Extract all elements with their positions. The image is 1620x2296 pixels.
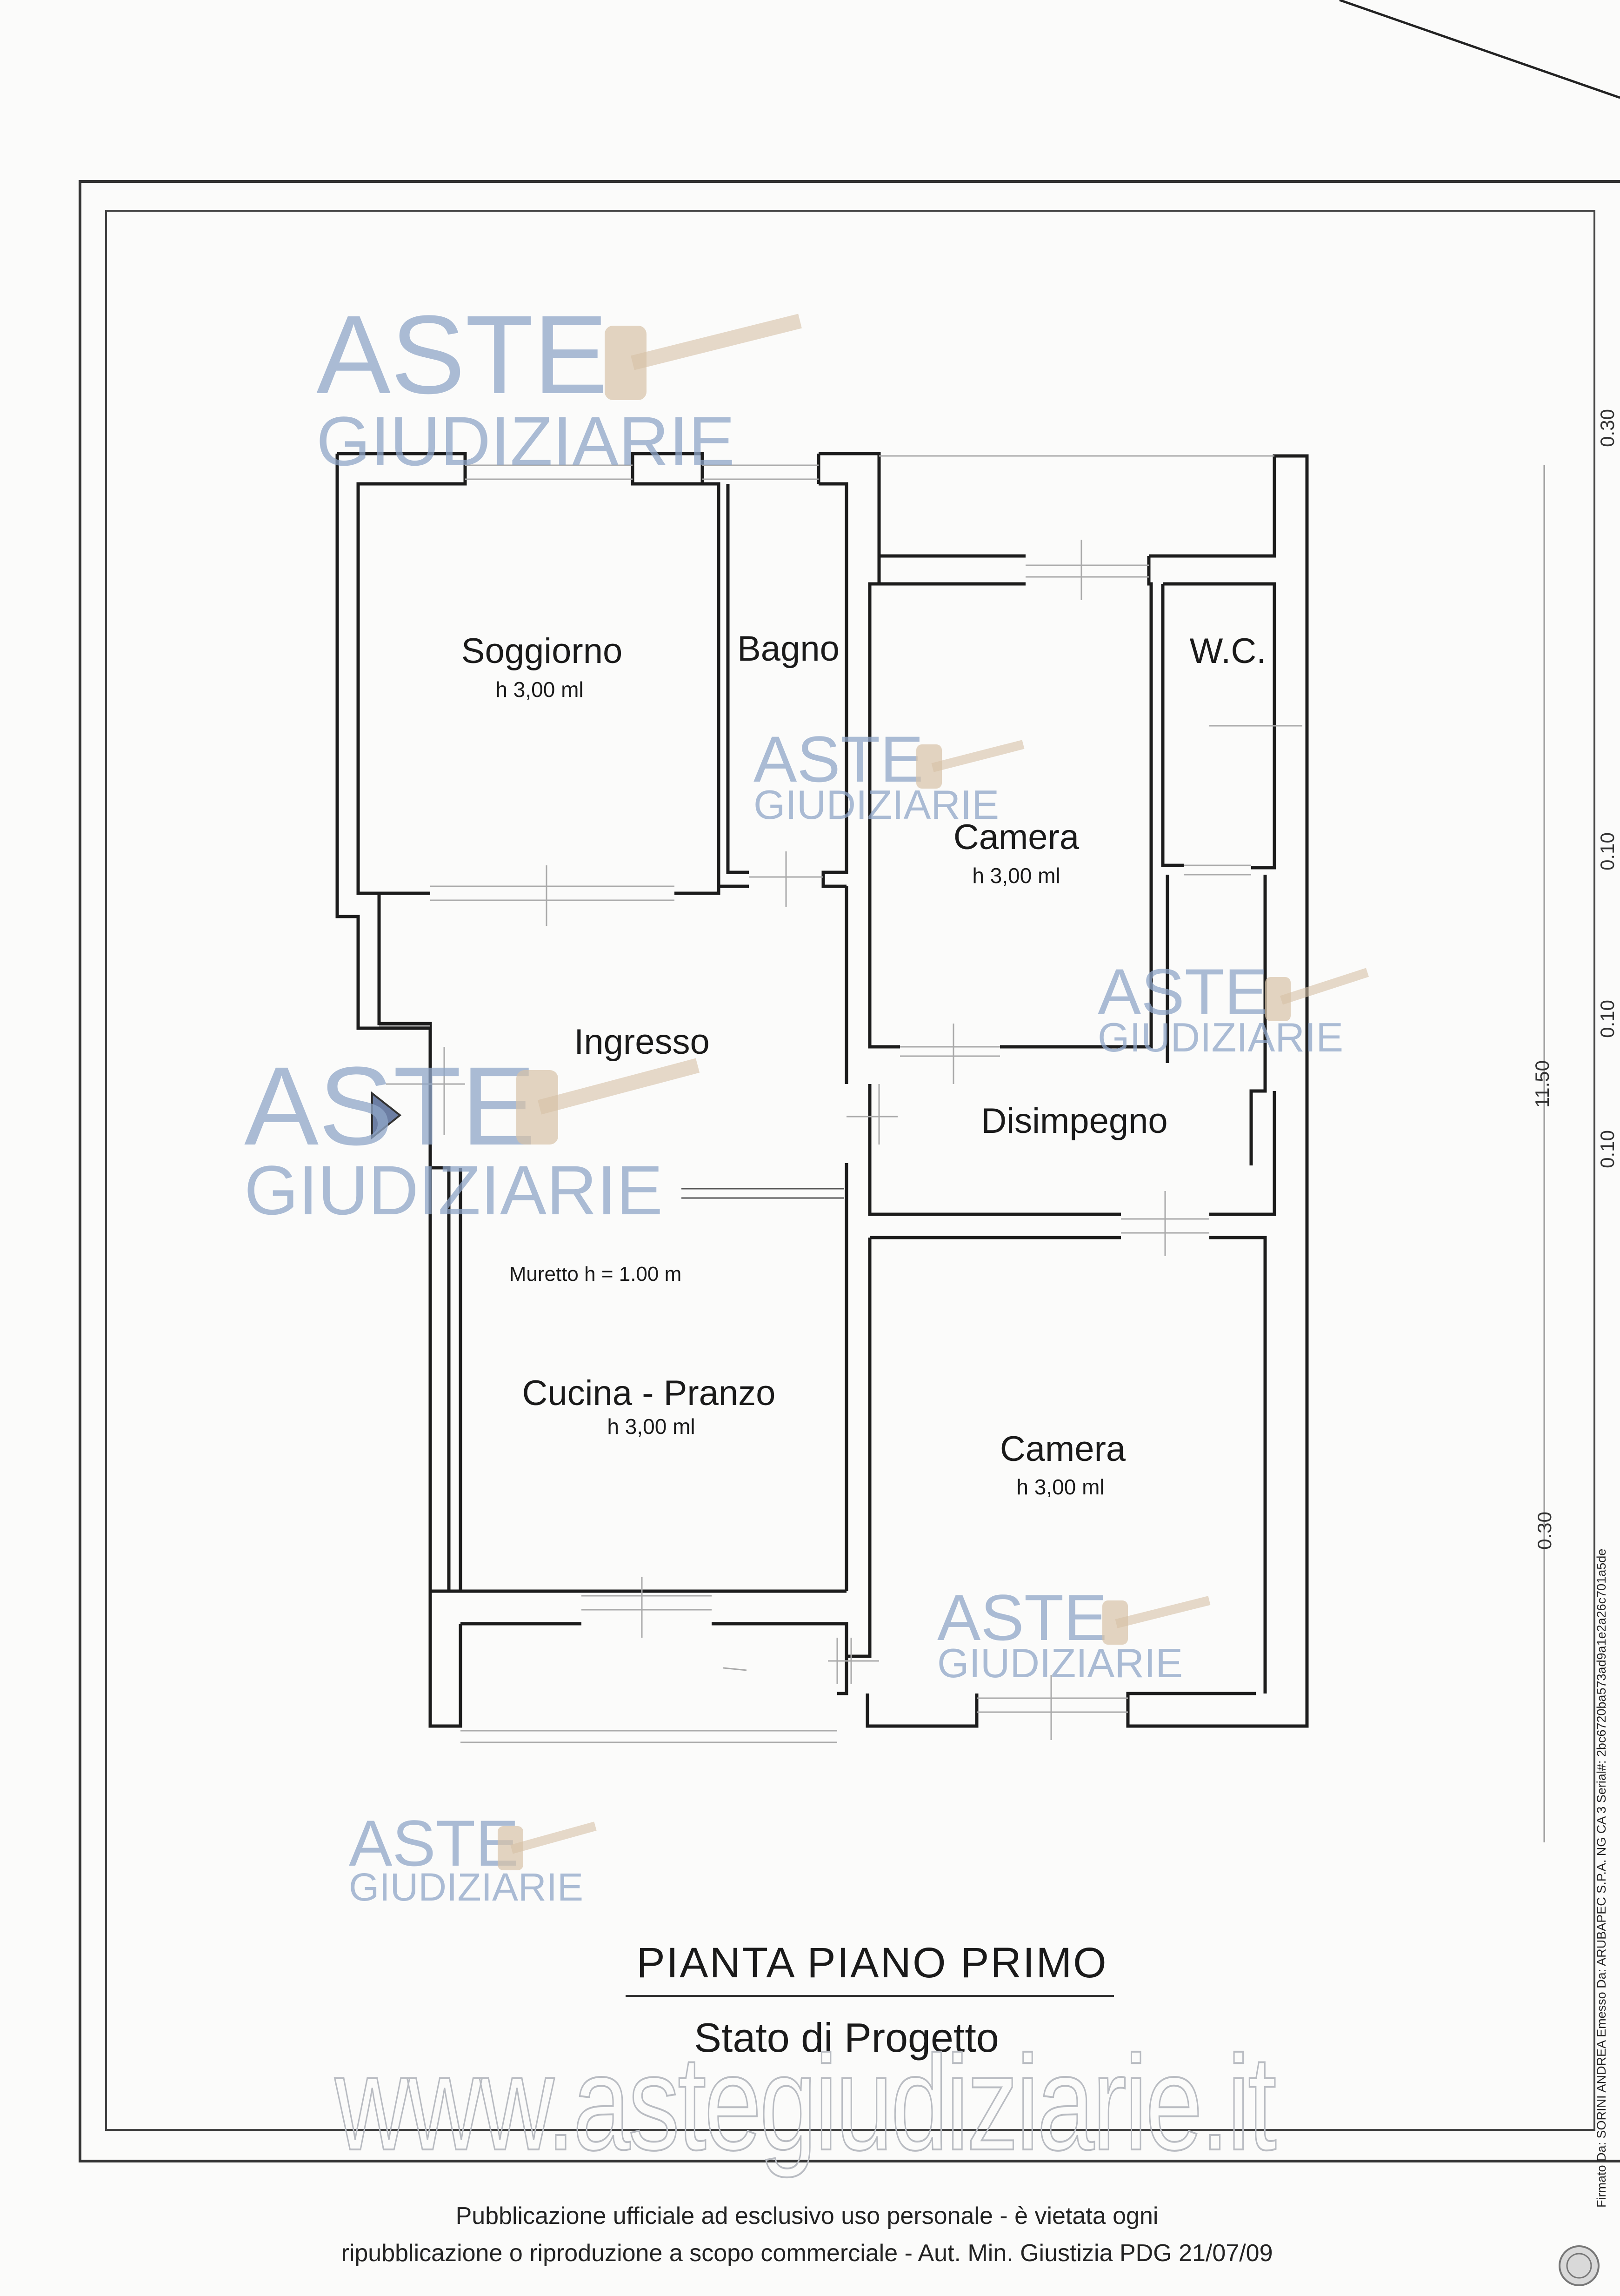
room-soggiorno-name: Soggiorno xyxy=(461,631,623,671)
svg-text:ASTE: ASTE xyxy=(244,1044,536,1168)
footer-line-1: Pubblicazione ufficiale ad esclusivo uso… xyxy=(456,2202,1159,2229)
aste-watermark-logo-1: ASTE GIUDIZIARIE xyxy=(316,292,802,480)
svg-text:GIUDIZIARIE: GIUDIZIARIE xyxy=(349,1865,583,1909)
svg-text:ASTE: ASTE xyxy=(1098,955,1268,1028)
dimension-2: 0.10 xyxy=(1596,832,1618,870)
svg-text:GIUDIZIARIE: GIUDIZIARIE xyxy=(1098,1014,1343,1060)
aste-watermark-logo-6: ASTE GIUDIZIARIE xyxy=(349,1807,597,1909)
seal-icon xyxy=(1559,2245,1600,2286)
walls xyxy=(335,452,1309,1728)
room-ingresso-name: Ingresso xyxy=(574,1022,710,1062)
watermark-url: www.astegiudiziarie.it xyxy=(333,2028,1277,2179)
svg-text:ASTE: ASTE xyxy=(937,1581,1107,1654)
title-block: PIANTA PIANO PRIMO Stato di Progetto xyxy=(626,1939,1114,2061)
room-bagno-name: Bagno xyxy=(737,629,840,669)
room-cucina-height: h 3,00 ml xyxy=(607,1414,695,1439)
plan-title: PIANTA PIANO PRIMO xyxy=(636,1939,1107,1987)
dimension-total: 11.50 xyxy=(1531,1060,1553,1108)
svg-text:GIUDIZIARIE: GIUDIZIARIE xyxy=(316,402,735,480)
dimension-5: 0.30 xyxy=(1533,1512,1555,1550)
room-cucina-name: Cucina - Pranzo xyxy=(522,1373,776,1413)
aste-watermark-logo-5: ASTE GIUDIZIARIE xyxy=(937,1581,1211,1686)
room-camera2-height: h 3,00 ml xyxy=(1016,1475,1104,1499)
dimension-4: 0.10 xyxy=(1596,1130,1618,1168)
room-soggiorno-height: h 3,00 ml xyxy=(495,677,583,702)
room-camera2-name: Camera xyxy=(1000,1429,1126,1469)
dimension-1: 0.30 xyxy=(1596,409,1618,447)
footer-line-2: ripubblicazione o riproduzione a scopo c… xyxy=(341,2240,1273,2267)
room-disimpegno-name: Disimpegno xyxy=(981,1101,1167,1141)
footer: Pubblicazione ufficiale ad esclusivo uso… xyxy=(341,2202,1273,2267)
room-wc-name: W.C. xyxy=(1190,631,1267,671)
plan-subtitle: Stato di Progetto xyxy=(694,2015,999,2061)
aste-watermark-logo-2: ASTE GIUDIZIARIE xyxy=(753,723,1025,828)
room-camera1-height: h 3,00 ml xyxy=(972,864,1060,888)
openings xyxy=(379,455,1302,1743)
dimension-line: 11.50 0.30 0.10 0.10 0.10 0.30 xyxy=(1531,409,1618,1842)
room-labels: Soggiorno h 3,00 ml Bagno Camera h 3,00 … xyxy=(461,629,1267,1499)
room-camera1-name: Camera xyxy=(953,817,1080,857)
muretto-note: Muretto h = 1.00 m xyxy=(509,1263,682,1285)
dimension-3: 0.10 xyxy=(1596,1000,1618,1038)
svg-text:ASTE: ASTE xyxy=(349,1807,519,1880)
drawing-frame xyxy=(79,180,1620,2162)
entrance-arrow-icon xyxy=(371,1091,402,1140)
svg-text:ASTE: ASTE xyxy=(316,292,608,417)
svg-text:GIUDIZIARIE: GIUDIZIARIE xyxy=(244,1151,663,1229)
svg-text:GIUDIZIARIE: GIUDIZIARIE xyxy=(937,1640,1183,1686)
scan-artifact-line xyxy=(1339,0,1620,99)
aste-watermark-logo-4: ASTE GIUDIZIARIE xyxy=(244,1044,700,1229)
signature-side-text: Firmato Da: SORINI ANDREA Emesso Da: ARU… xyxy=(1594,1549,1608,2208)
aste-watermark-logo-3: ASTE GIUDIZIARIE xyxy=(1098,955,1369,1060)
svg-text:GIUDIZIARIE: GIUDIZIARIE xyxy=(753,782,999,828)
svg-text:ASTE: ASTE xyxy=(753,723,924,796)
